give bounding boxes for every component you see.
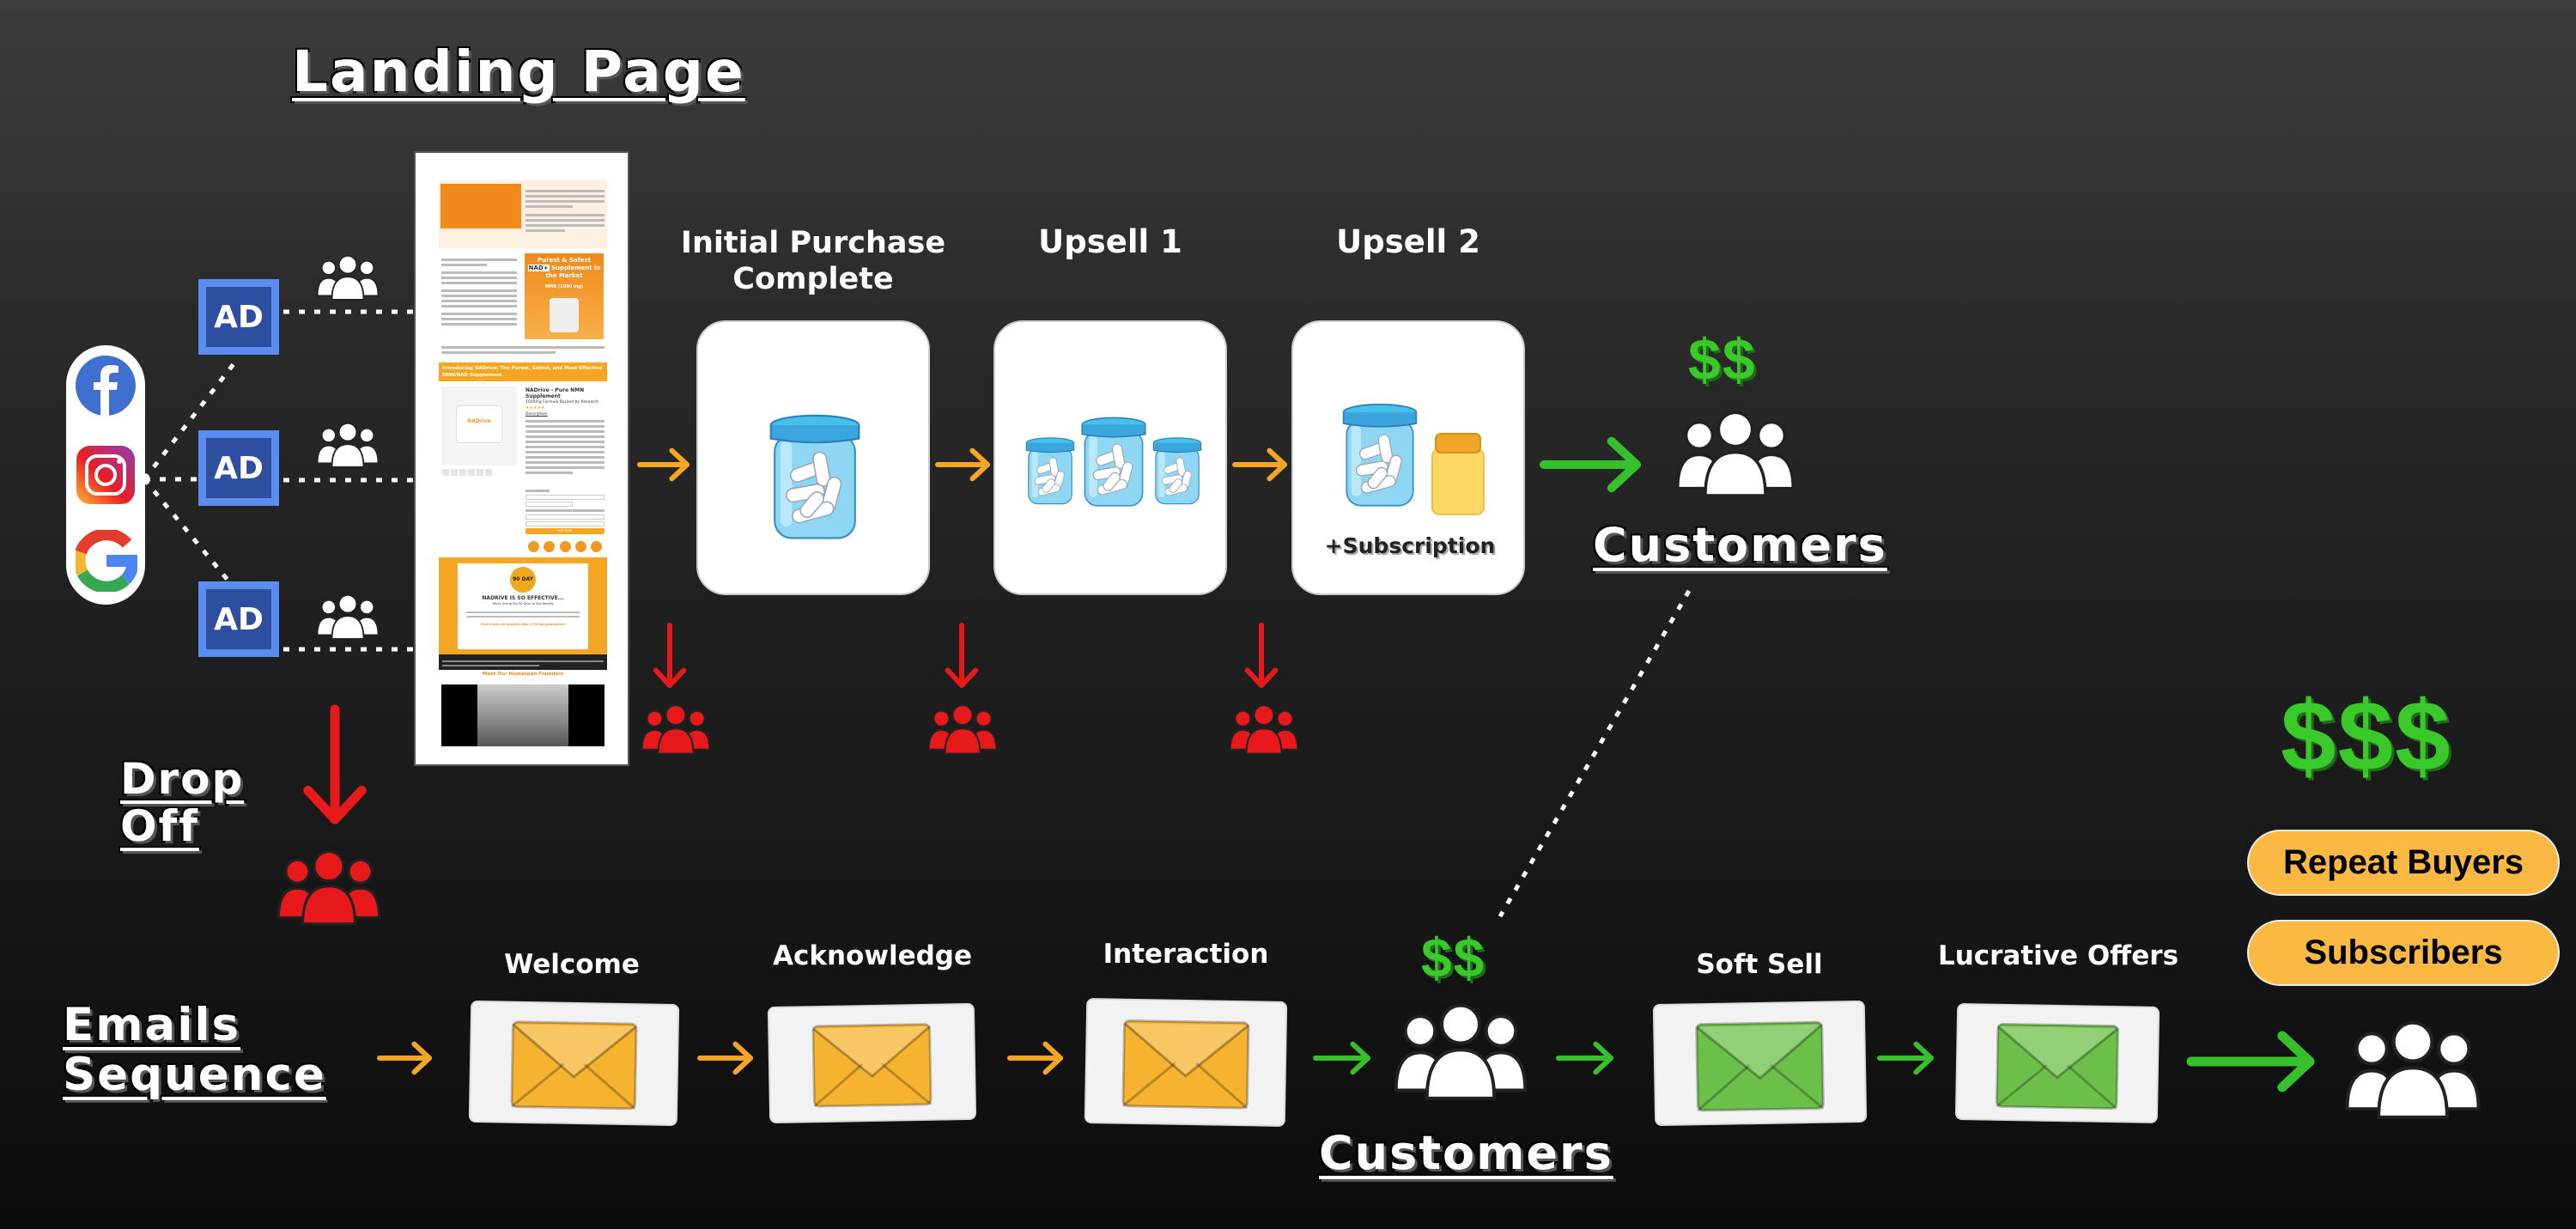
customers-icon [1675, 409, 1795, 498]
arrow-lucrative-to-loyal [2186, 1031, 2315, 1092]
drop-off-arrow-initial [945, 623, 979, 688]
supplement-bottle-icon [1431, 433, 1485, 515]
email-customers-label: Customers [1319, 1126, 1613, 1180]
google-icon [76, 530, 137, 592]
email-label-lucrative-offers: Lucrative Offers [1937, 940, 2179, 971]
emails-sequence-title: Emails Sequence [63, 999, 326, 1102]
drop-off-icon-upsell-1 [1229, 703, 1299, 756]
email-card-welcome [470, 1001, 678, 1125]
lp-guarantee-section: 90 DAY NADRIVE IS SO EFFECTIVE... We're … [439, 557, 607, 654]
email-card-soft-sell [1654, 1001, 1866, 1125]
arrow-soft-sell-to-lucrative [1877, 1041, 1934, 1075]
customers-label: Customers [1593, 518, 1887, 572]
landing-page-screenshot: Purest & Safest NAD+ Supplement in the M… [414, 151, 629, 766]
audience-icon-2 [316, 421, 380, 469]
email-card-interaction [1085, 1000, 1286, 1125]
instagram-icon [76, 446, 135, 504]
email-customers-dollars: $$ [1421, 927, 1486, 989]
lp-founders-video[interactable] [441, 684, 605, 746]
email-card-acknowledge [769, 1004, 975, 1123]
upsell-2-title: Upsell 2 [1336, 223, 1480, 260]
arrow-landing-to-initial [637, 447, 690, 482]
arrow-initial-to-upsell-1 [935, 447, 990, 482]
dotted-connector-social-ad-3 [143, 478, 229, 581]
envelope-icon [1695, 1020, 1826, 1112]
drop-off-arrow-upsell-1 [1244, 623, 1279, 688]
envelope-icon [510, 1020, 638, 1110]
lp-intro-banner: Introducing NADrive: The Purest, Safest,… [439, 362, 607, 381]
subscribers-badge: Subscribers [2247, 920, 2560, 986]
drop-off-icon-landing [641, 703, 711, 756]
arrow-acknowledge-to-interaction [1007, 1041, 1063, 1075]
supplement-jar-icon [1024, 434, 1076, 506]
facebook-icon [76, 356, 136, 416]
arrow-upsell-1-to-upsell-2 [1232, 447, 1287, 482]
drop-off-icon-initial [927, 703, 998, 756]
upsell-1-card [993, 320, 1227, 595]
lp-buy-button: BUY NOW [526, 528, 605, 534]
lp-hero-image: Purest & Safest NAD+ Supplement in the M… [525, 253, 604, 339]
subscription-label: +Subscription [1324, 533, 1496, 558]
envelope-icon [1995, 1022, 2120, 1110]
arrow-interaction-to-customers [1313, 1041, 1370, 1075]
audience-icon-1 [316, 253, 380, 301]
arrow-emails-start [377, 1041, 432, 1075]
audience-icon-3 [316, 593, 380, 641]
outcome-dollars: $$$ [2281, 680, 2452, 792]
ad-box-3: AD [198, 581, 279, 657]
email-label-acknowledge: Acknowledge [772, 940, 973, 971]
traffic-sources [66, 345, 145, 605]
ad-box-2: AD [198, 430, 279, 506]
supplement-jar-icon [1079, 412, 1148, 508]
upsell-2-card: +Subscription [1291, 320, 1525, 595]
landing-page-title: Landing Page [292, 39, 745, 105]
drop-off-title: Drop Off [120, 754, 245, 851]
drop-off-icon-main [276, 848, 381, 927]
arrow-upsell-2-to-customers [1540, 436, 1641, 493]
arrow-customers-to-soft-sell [1556, 1041, 1613, 1075]
customers-dollars: $$ [1688, 327, 1757, 392]
drop-off-arrow-landing [653, 623, 687, 688]
supplement-jar-icon [1340, 389, 1419, 518]
dotted-connector-social-ad-1 [143, 359, 238, 481]
drop-off-arrow-main [303, 704, 367, 824]
initial-purchase-title: Initial Purchase Complete [680, 226, 946, 296]
repeat-buyers-badge: Repeat Buyers [2247, 830, 2560, 896]
lp-roadmap-image [440, 184, 521, 228]
initial-purchase-card [696, 320, 930, 595]
supplement-jar-icon [767, 408, 863, 542]
email-customers-icon [1393, 1001, 1528, 1101]
email-label-soft-sell: Soft Sell [1696, 949, 1823, 980]
loyal-customers-icon [2344, 1019, 2482, 1120]
ad-box-1: AD [198, 279, 279, 355]
upsell-1-title: Upsell 1 [1038, 223, 1182, 260]
supplement-jar-icon [1151, 434, 1203, 506]
dotted-connector-customers-emails [1498, 589, 1692, 918]
email-card-lucrative-offers [1956, 1004, 2159, 1123]
arrow-welcome-to-acknowledge [697, 1041, 753, 1075]
email-label-welcome: Welcome [504, 949, 640, 980]
envelope-icon [811, 1022, 933, 1108]
email-label-interaction: Interaction [1103, 939, 1269, 970]
envelope-icon [1121, 1019, 1250, 1110]
lp-product-image: NADrive [441, 386, 517, 465]
